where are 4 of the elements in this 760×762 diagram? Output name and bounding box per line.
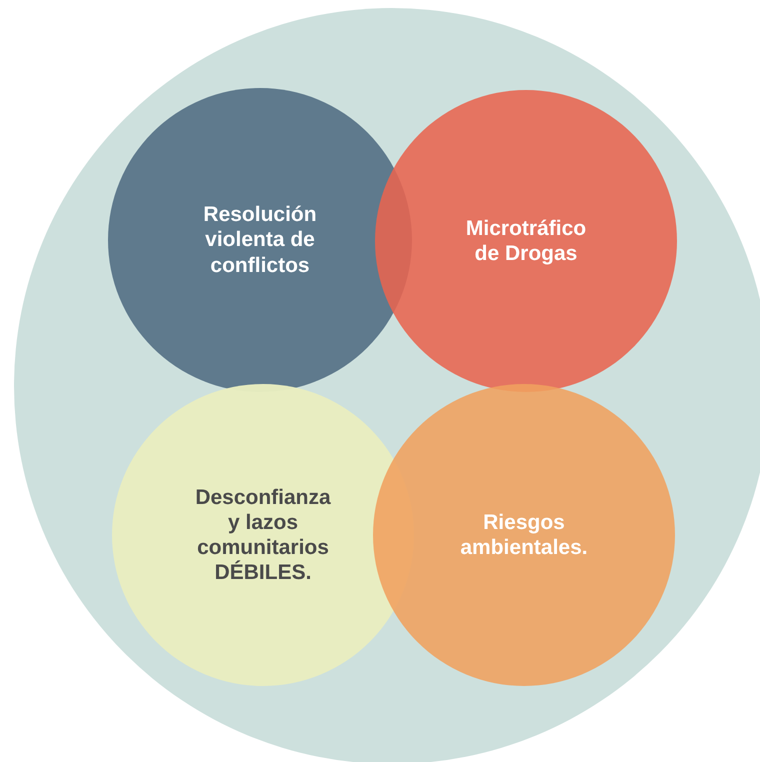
circle-label: Desconfianza y lazos comunitarios DÉBILES. [194, 484, 332, 586]
circle-label: Resolución violenta de conflictos [202, 202, 318, 278]
circle-label: Riesgos ambientales. [459, 510, 589, 560]
circle-label: Microtráfico de Drogas [464, 216, 588, 266]
